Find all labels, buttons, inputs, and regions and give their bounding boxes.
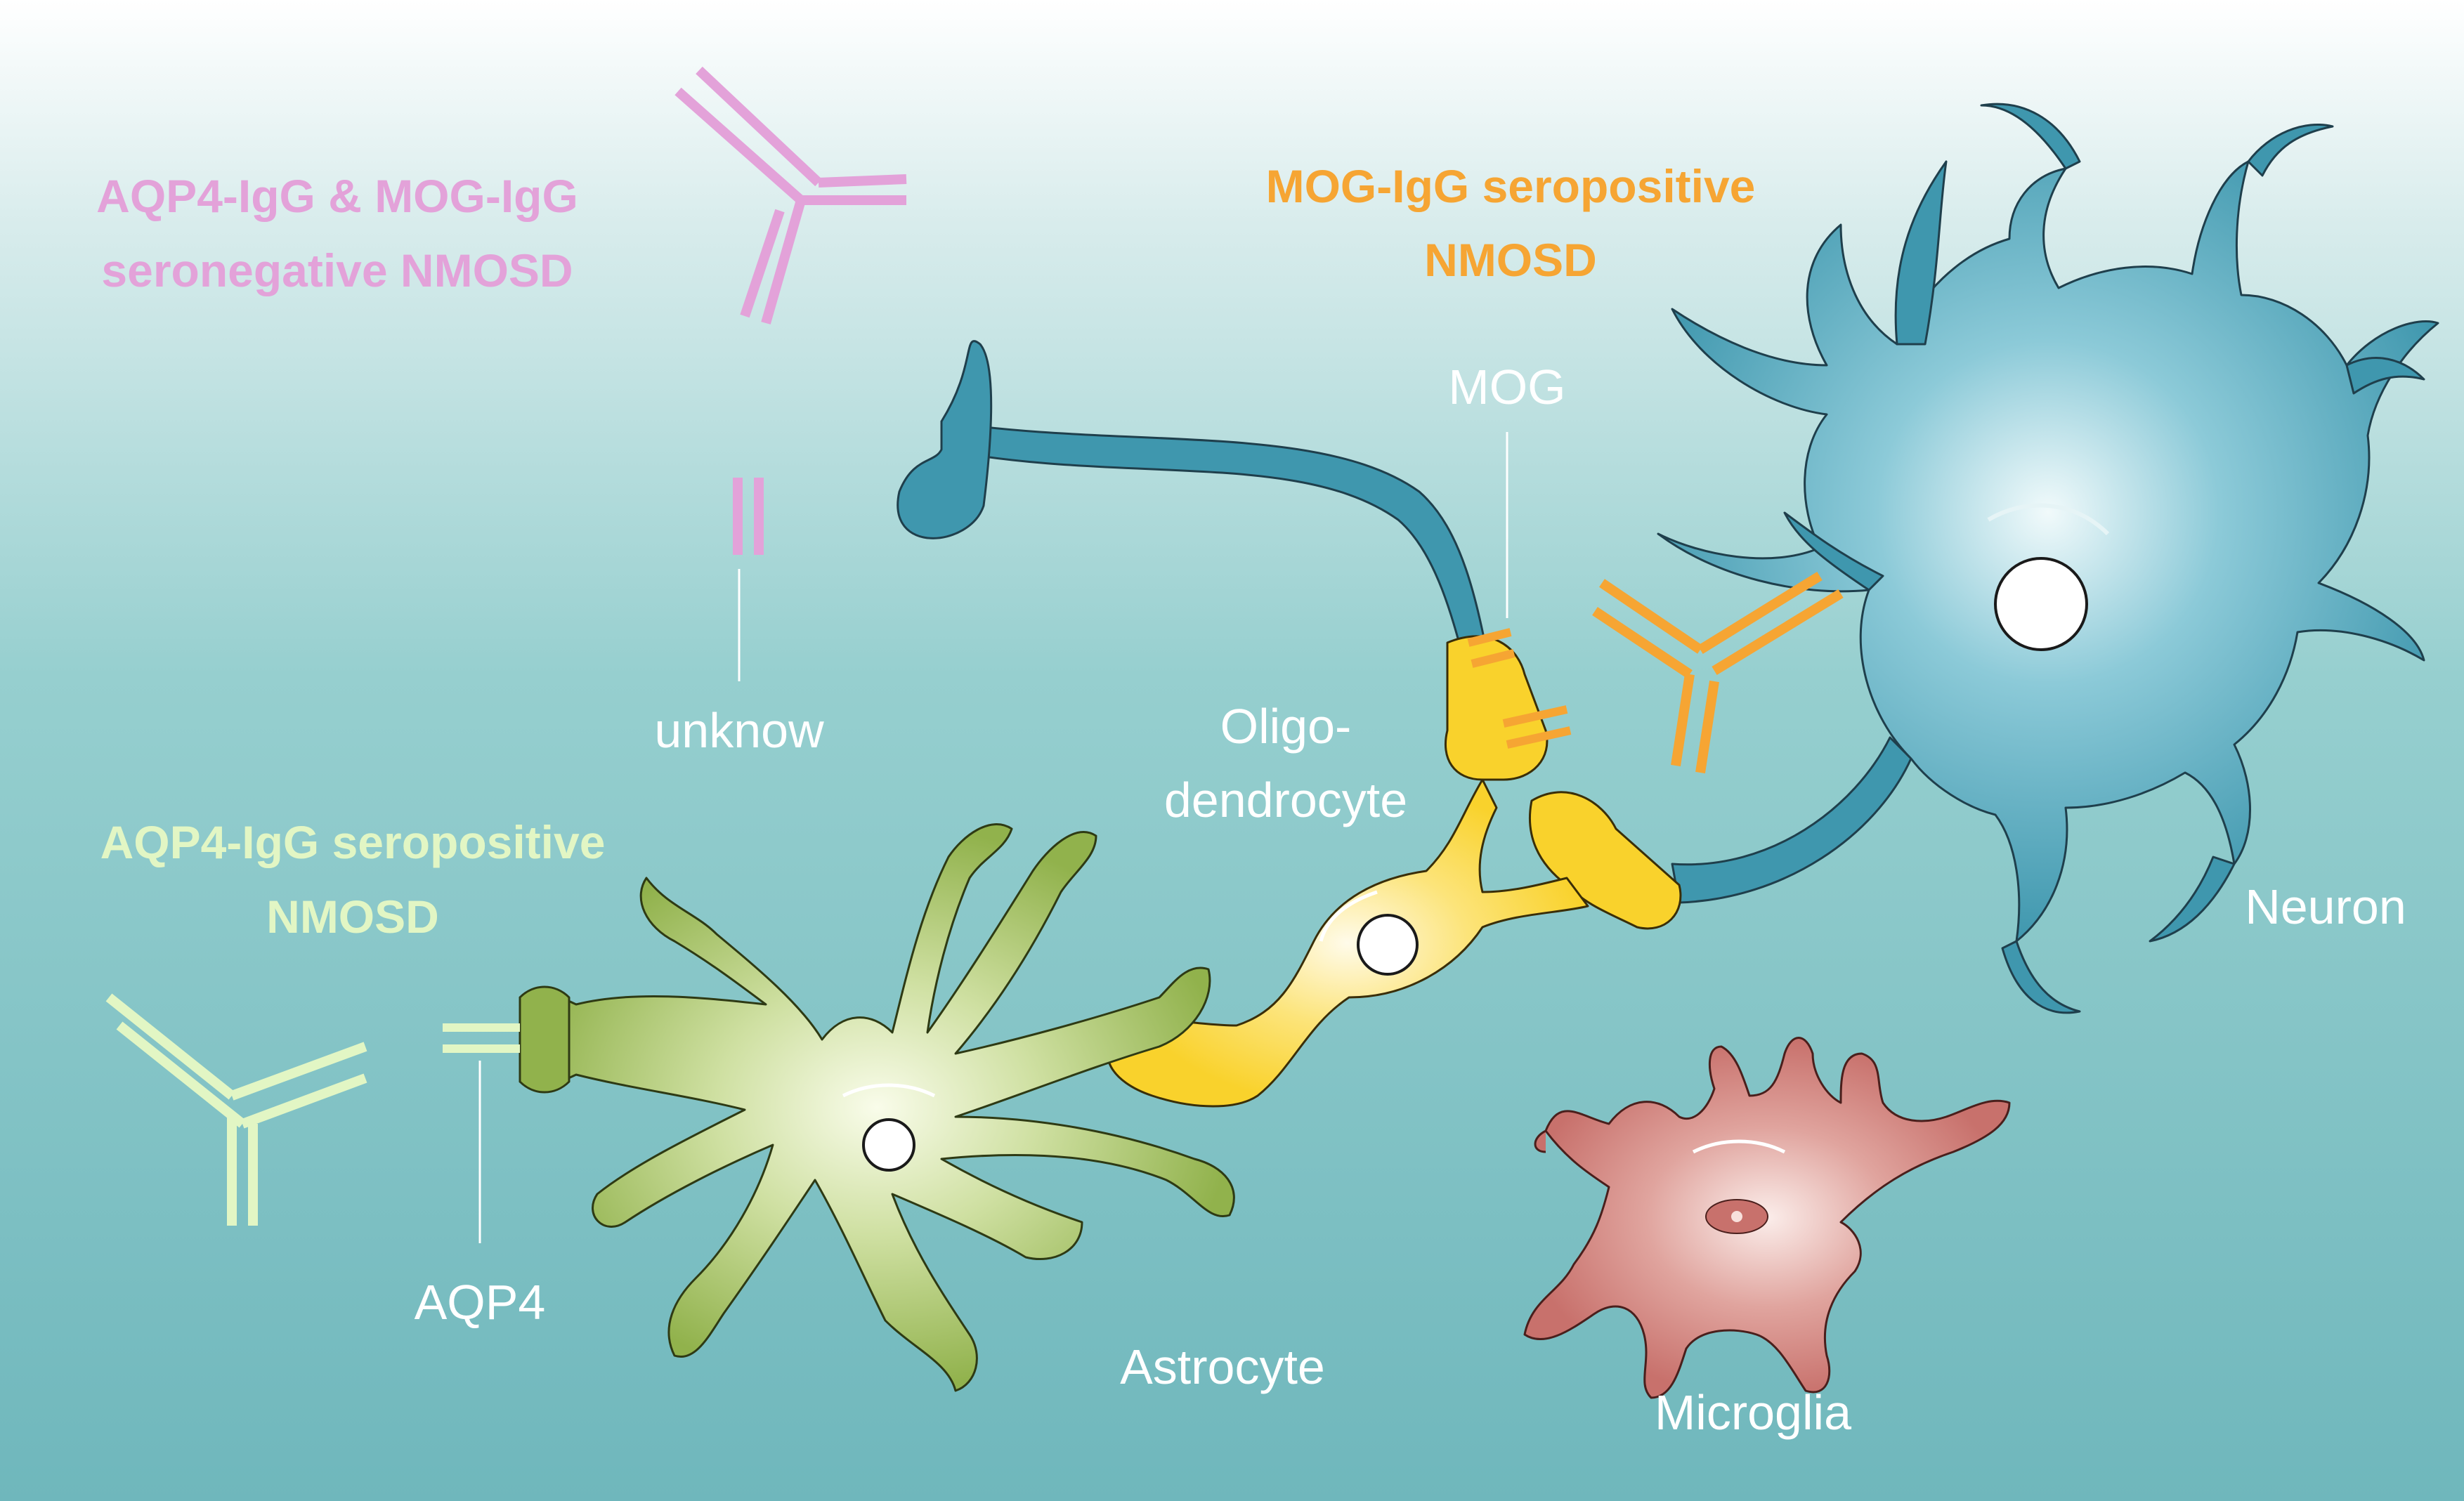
neuron-dendrite — [2247, 123, 2334, 177]
astrocyte-body — [519, 823, 1235, 1392]
neuron-highlight — [1987, 503, 2110, 536]
aqp4-title-line2: NMOSD — [266, 891, 439, 943]
neuron-axon-terminal — [897, 340, 993, 539]
unknown-antigen-label: unknow — [654, 703, 824, 758]
mog-antigens — [1467, 628, 1572, 749]
neuron-dendrite — [1783, 511, 1884, 591]
neuron-dendrite — [2149, 856, 2236, 943]
astrocyte-label: Astrocyte — [1120, 1339, 1325, 1394]
astrocyte-nucleus — [862, 1118, 915, 1172]
astrocyte-endfoot — [519, 985, 571, 1094]
neuron-nucleus — [1994, 557, 2088, 651]
aqp4-antigen-label: AQP4 — [415, 1275, 546, 1330]
neuron-dendrite — [1894, 160, 1948, 346]
microglia-process — [1534, 1129, 1546, 1153]
unknown-antigen — [733, 478, 764, 555]
mog-antibody — [1592, 572, 1844, 774]
seronegative-title-line2: seronegative NMOSD — [101, 244, 573, 296]
oligodendrocyte-label-line2: dendrocyte — [1164, 773, 1407, 827]
neuron — [897, 103, 2439, 1014]
microglia-nucleolus — [1731, 1211, 1742, 1222]
microglia — [1523, 1037, 2011, 1399]
mog-antigen-label: MOG — [1448, 360, 1565, 414]
oligodendrocyte-myelin-sheath-2 — [1528, 791, 1682, 930]
aqp4-title-line1: AQP4-IgG seropositive — [100, 816, 606, 868]
astrocyte-highlight — [842, 1083, 936, 1098]
neuron-label: Neuron — [2245, 879, 2406, 934]
oligodendrocyte-nucleus — [1357, 914, 1419, 976]
astrocyte — [519, 823, 1235, 1392]
aqp4-antigen — [443, 1023, 520, 1053]
oligodendrocyte-highlight — [1319, 890, 1378, 942]
mog-title-line2: NMOSD — [1424, 234, 1597, 286]
oligodendrocyte-body — [1106, 778, 1589, 1108]
seronegative-antibody — [674, 66, 907, 325]
neuron-dendrite — [1980, 103, 2081, 170]
oligodendrocyte-label-line1: Oligo- — [1220, 699, 1352, 754]
aqp4-antibody — [105, 993, 367, 1226]
microglia-highlight — [1692, 1139, 1786, 1154]
mog-title-line1: MOG-IgG seropositive — [1266, 160, 1756, 212]
microglia-label: Microglia — [1655, 1385, 1851, 1440]
neuron-dendrite — [2345, 357, 2425, 395]
seronegative-title-line1: AQP4-IgG & MOG-IgG — [96, 170, 578, 222]
neuron-dendrite — [2001, 940, 2081, 1014]
